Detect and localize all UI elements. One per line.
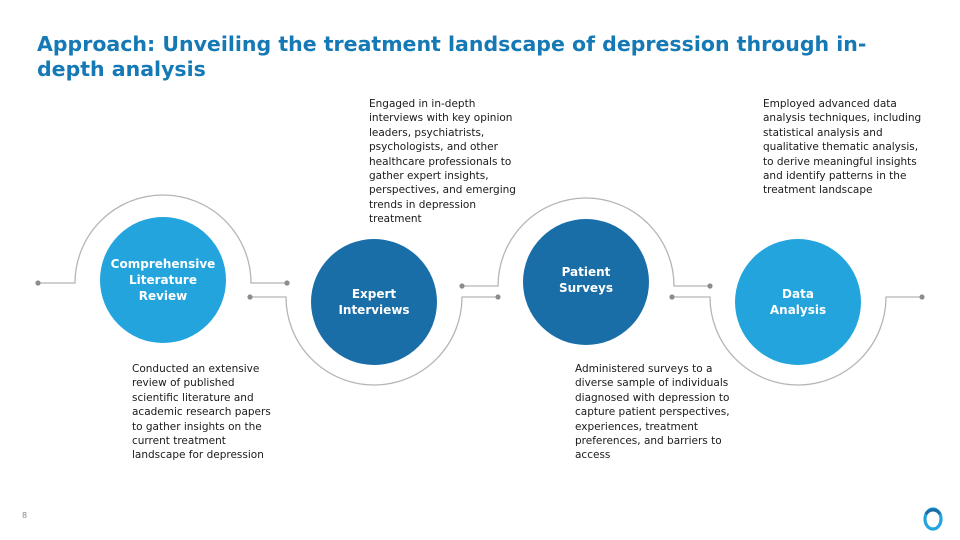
step-label-3: Patient Surveys — [558, 265, 614, 295]
connector-arc-2 — [250, 296, 498, 386]
step-circle-2 — [311, 239, 437, 365]
connector-dot — [707, 283, 713, 289]
slide-title: Approach: Unveiling the treatment landsc… — [37, 32, 867, 81]
step-label-4: Data Analysis — [769, 287, 827, 317]
step-label-1: Comprehensive Literature Review — [110, 257, 216, 303]
step-label-2: Expert Interviews — [338, 287, 410, 317]
ring-logo-icon — [923, 507, 943, 531]
step-description-1: Conducted an extensive review of publish… — [132, 363, 271, 462]
step-description-2: Engaged in in-depth interviews with key … — [369, 98, 516, 226]
connector-dot — [919, 294, 925, 300]
connector-dot — [284, 280, 290, 286]
connector-arc-3 — [462, 197, 710, 287]
connector-dot — [669, 294, 675, 300]
step-circle-1 — [100, 217, 226, 343]
connector-dot — [495, 294, 501, 300]
step-circle-3 — [523, 219, 649, 345]
step-description-4: Employed advanced data analysis techniqu… — [763, 98, 922, 197]
connector-dot — [35, 280, 41, 286]
connector-arc-4 — [672, 296, 922, 386]
page-number: 8 — [22, 511, 28, 520]
connector-arc-1 — [38, 194, 287, 284]
step-circle-4 — [735, 239, 861, 365]
step-description-3: Administered surveys to a diverse sample… — [575, 363, 730, 462]
connector-dot — [247, 294, 253, 300]
connector-dot — [459, 283, 465, 289]
